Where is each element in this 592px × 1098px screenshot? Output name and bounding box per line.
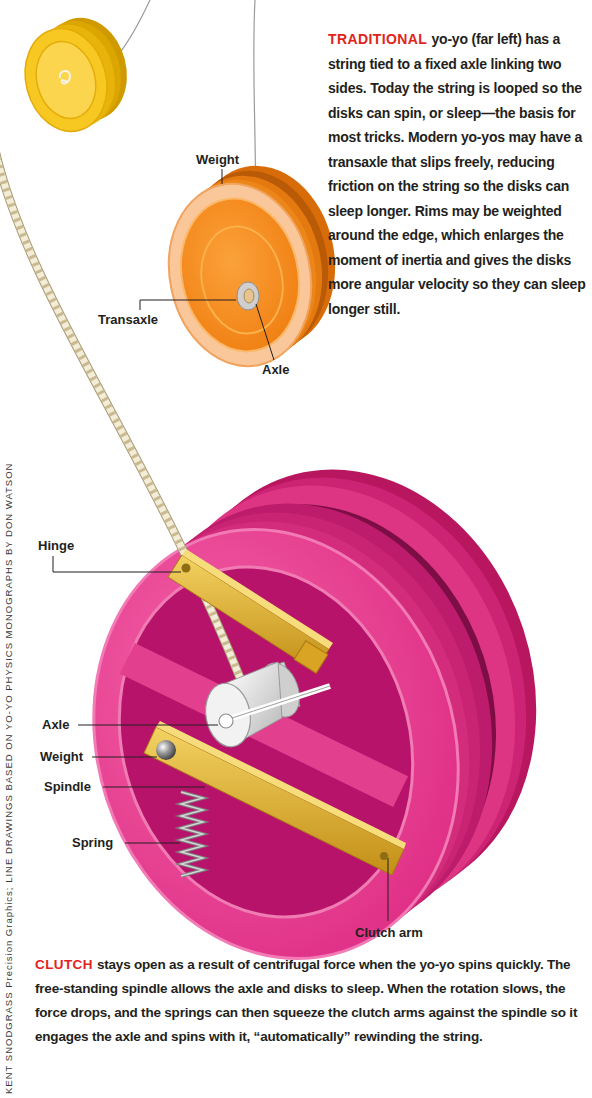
part-label: Spring: [72, 835, 113, 851]
spring-highlight: [181, 792, 203, 876]
leader-line: [78, 725, 218, 726]
part-label: Weight: [40, 749, 83, 765]
description-paragraph: TRADITIONALyo-yo (far left) has a string…: [328, 27, 590, 321]
leader-line: [92, 757, 157, 758]
yoyo-face-ring: [192, 219, 293, 341]
leader-line: [103, 787, 205, 788]
modern-yoyo: [152, 152, 351, 379]
description-text: yo-yo (far left) has a string tied to a …: [328, 31, 586, 317]
hinge-screw: [182, 564, 191, 573]
leader-line: [388, 858, 389, 921]
lead-word: TRADITIONAL: [328, 31, 427, 47]
lead-word: CLUTCH: [35, 957, 93, 972]
axle-rod: [226, 686, 330, 720]
clutch-pad: [294, 641, 328, 673]
rope-outline: [0, 150, 245, 690]
clutch-cavity: [75, 529, 457, 956]
spring-coil: [181, 792, 203, 876]
part-label: Transaxle: [98, 312, 158, 328]
clutch-mechanism: [144, 549, 406, 876]
credit-line: KENT SNODGRASS Precision Graphics; LINE …: [3, 463, 15, 1094]
part-label: Spindle: [44, 779, 91, 795]
hinge-screw: [380, 852, 388, 860]
leader-line: [222, 169, 223, 184]
rope-body: [0, 150, 245, 690]
leader-line: [140, 300, 236, 310]
weighted-rim: [152, 170, 327, 379]
string-knot: [60, 71, 70, 84]
part-label: Axle: [42, 717, 69, 733]
axle: [219, 714, 233, 728]
description-paragraph: CLUTCHstays open as a result of centrifu…: [35, 953, 583, 1049]
part-label: Hinge: [38, 538, 74, 554]
axle-rod-line: [226, 686, 330, 720]
credit-text: KENT SNODGRASS Precision Graphics; LINE …: [3, 463, 14, 1094]
yoyo-face: [14, 19, 118, 140]
part-label: Axle: [262, 362, 289, 378]
yoyo-face: [167, 188, 312, 363]
leader-line: [53, 556, 181, 572]
weight-ball: [156, 740, 176, 760]
part-label: Weight: [196, 152, 239, 168]
clutch-yoyo: [39, 422, 590, 1007]
description-text: stays open as a result of centrifugal fo…: [35, 957, 577, 1044]
rope: [0, 150, 245, 690]
rope-twist: [0, 150, 245, 690]
clutch-arm-edge: [156, 721, 406, 849]
clutch-arm-edge: [182, 549, 333, 649]
axle: [244, 289, 254, 303]
yoyo-face: [39, 482, 512, 1007]
yoyo-face-ring: [28, 35, 104, 125]
traditional-yoyo: [14, 8, 138, 140]
part-label: Clutch arm: [355, 925, 423, 941]
clutch-arm: [144, 727, 404, 875]
leader-line: [125, 843, 180, 844]
transaxle: [237, 282, 259, 310]
leader-line: [256, 304, 274, 360]
